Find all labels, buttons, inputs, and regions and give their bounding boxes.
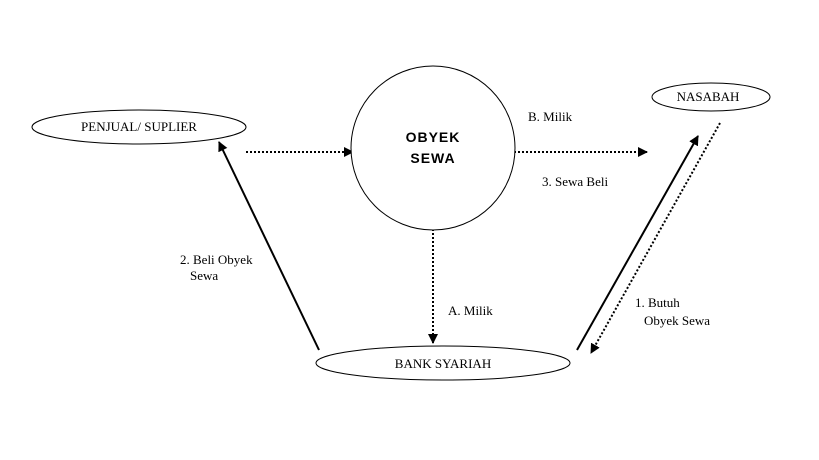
edge-label-sewa-beli: 3. Sewa Beli <box>542 174 608 189</box>
object-node-label-line2: SEWA <box>410 150 455 166</box>
customer-node <box>651 82 771 112</box>
supplier-node <box>31 109 247 145</box>
customer-node-label: NASABAH <box>677 89 740 104</box>
edge-label-b-milik: B. Milik <box>528 109 573 124</box>
bank-node-label: BANK SYARIAH <box>395 356 491 371</box>
bank-to-supplier-arrow <box>218 141 320 351</box>
supplier-node-label: PENJUAL/ SUPLIER <box>81 119 197 134</box>
edge-label-beli-obyek-line1: 2. Beli Obyek <box>180 252 253 267</box>
edge-label-a-milik: A. Milik <box>448 303 493 318</box>
edge-label-beli-obyek-line2: Sewa <box>190 268 218 283</box>
bank-to-customer-arrow <box>576 135 699 351</box>
edge-label-butuh-line1: 1. Butuh <box>635 295 680 310</box>
bank-node <box>315 345 571 381</box>
object-node <box>350 65 516 231</box>
edge-label-butuh-line2: Obyek Sewa <box>644 313 710 328</box>
object-node-label-line1: OBYEK <box>406 129 461 145</box>
